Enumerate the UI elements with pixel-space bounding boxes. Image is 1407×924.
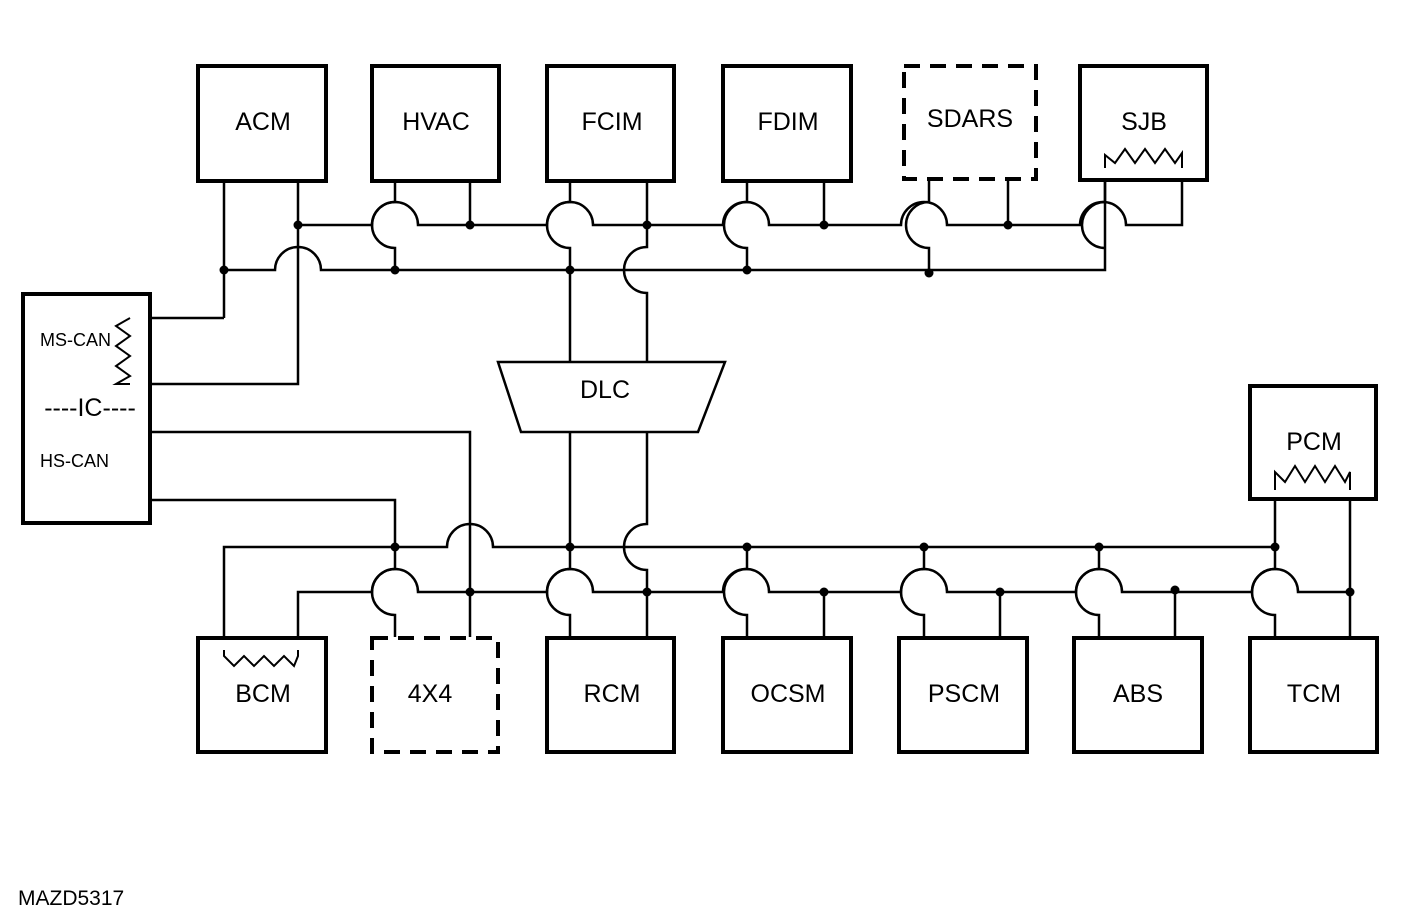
rcm-wire-a — [545, 547, 572, 637]
junction-dot — [465, 587, 475, 597]
ms-can-bus-line-2 — [224, 153, 1107, 272]
junction-dot — [742, 265, 752, 275]
ic-hs-can-wire-a — [150, 430, 472, 637]
acm-wire-b — [130, 182, 300, 386]
hvac-box — [370, 64, 501, 183]
ic-label: ----IC---- — [44, 394, 136, 422]
fdim-label: FDIM — [757, 108, 818, 136]
junction-dot — [642, 220, 652, 230]
fdim-box — [721, 64, 853, 183]
sjb-label: SJB — [1121, 108, 1167, 136]
ic-box — [21, 292, 152, 525]
junction-dot — [1003, 220, 1013, 230]
bcm-label: BCM — [235, 680, 291, 708]
abs-wire-a — [1074, 547, 1101, 637]
bcm-terminating-resistor-icon — [223, 650, 299, 668]
pscm-wire-a — [899, 547, 926, 637]
junction-dot — [293, 220, 303, 230]
pscm-box — [897, 636, 1029, 754]
junction-dot — [1270, 542, 1280, 552]
tcm-label: TCM — [1287, 680, 1341, 708]
sjb-box — [1078, 64, 1209, 182]
four-x-four-label: 4X4 — [408, 680, 453, 708]
rcm-label: RCM — [584, 680, 641, 708]
rcm-box — [545, 636, 676, 754]
junction-dot — [390, 542, 400, 552]
tcm-box — [1248, 636, 1379, 754]
junction-dot — [819, 587, 829, 597]
junction-dot — [1345, 587, 1355, 597]
fdim-wire-a — [722, 182, 749, 270]
fcim-wire-b — [622, 182, 649, 362]
junction-dot — [924, 268, 934, 278]
figure-id: MAZD5317 — [18, 887, 125, 910]
ic-ms-can-terminating-resistor-icon — [112, 317, 132, 385]
abs-box — [1072, 636, 1204, 754]
ocsm-box — [721, 636, 853, 754]
ic-hs-can-label: HS-CAN — [40, 451, 109, 471]
sdars-box — [902, 64, 1038, 181]
dlc-connector — [496, 360, 727, 434]
hvac-wire-a — [370, 182, 397, 270]
dlc-label: DLC — [580, 376, 630, 404]
junction-dot — [390, 265, 400, 275]
sjb-wire-a — [1080, 180, 1107, 250]
sdars-label: SDARS — [927, 105, 1013, 133]
junction-dot — [219, 265, 229, 275]
four-x-four-box — [370, 636, 500, 754]
fcim-wire-a — [545, 182, 572, 362]
junction-dot — [465, 220, 475, 230]
pcm-box — [1248, 384, 1378, 501]
hvac-label: HVAC — [402, 108, 470, 136]
sjb-terminating-resistor-icon — [1104, 147, 1183, 168]
junction-dots — [219, 220, 1355, 597]
acm-box — [196, 64, 328, 183]
fcim-label: FCIM — [581, 108, 642, 136]
pcm-terminating-resistor-icon — [1274, 464, 1351, 490]
junction-dot — [1170, 585, 1180, 595]
ocsm-label: OCSM — [751, 680, 826, 708]
dlc-hs-wire-b — [622, 432, 649, 637]
abs-label: ABS — [1113, 680, 1163, 708]
junction-dot — [565, 542, 575, 552]
ic-ms-can-label: MS-CAN — [40, 330, 111, 350]
pscm-label: PSCM — [928, 680, 1000, 708]
junction-dot — [1094, 542, 1104, 552]
ocsm-wire-a — [722, 547, 749, 637]
junction-dot — [995, 587, 1005, 597]
junction-dot — [919, 542, 929, 552]
ic-hs-can-wire-b — [150, 498, 397, 637]
junction-dot — [819, 220, 829, 230]
junction-dot — [742, 542, 752, 552]
tcm-wire-a — [1250, 547, 1277, 637]
fcim-box — [545, 64, 676, 183]
junction-dot — [565, 265, 575, 275]
junction-dot — [642, 587, 652, 597]
acm-label: ACM — [235, 108, 291, 136]
pcm-label: PCM — [1286, 428, 1342, 456]
sdars-wire-a — [904, 180, 931, 273]
